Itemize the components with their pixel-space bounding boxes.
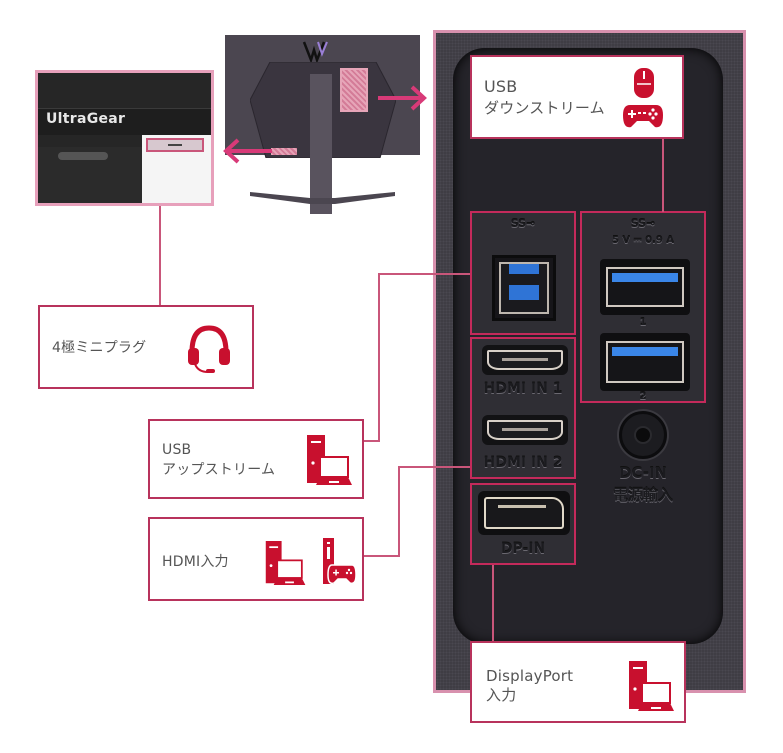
monitor-stand — [310, 74, 332, 214]
connector-line — [398, 466, 470, 468]
hdmi-in-2-label: HDMI IN 2 — [483, 455, 563, 471]
dp-in-label: DP-IN — [500, 541, 546, 557]
callout-title: HDMI入力 — [162, 554, 229, 570]
monitor-base — [250, 192, 395, 204]
brand-logo-text: UltraGear — [46, 111, 126, 127]
usb-downstream-callout: USB ダウンストリーム — [470, 55, 684, 139]
arrow-right-icon — [378, 85, 427, 111]
usb-upstream-callout: USB アップストリーム — [148, 419, 364, 499]
superspeed-label: SS⊸ — [510, 217, 536, 230]
hdmi-input-callout: HDMI入力 — [148, 517, 364, 601]
connector-line — [492, 565, 494, 643]
hdmi-in-1-label: HDMI IN 1 — [483, 381, 563, 397]
dc-in-label: DC-IN — [618, 464, 668, 482]
displayport-in-port — [478, 491, 570, 535]
connector-line — [378, 273, 470, 275]
pc-laptop-icon — [265, 541, 306, 585]
usb-a-port-2 — [600, 333, 690, 391]
mouse-icon — [634, 68, 654, 98]
dc-in-label-jp: 電源輸入 — [612, 486, 673, 504]
connector-line — [364, 555, 400, 557]
connector-line — [364, 440, 380, 442]
usb-b-port — [492, 255, 556, 321]
arrow-left-icon — [223, 138, 272, 164]
connector-line — [378, 273, 380, 441]
pc-laptop-icon — [307, 435, 352, 485]
callout-subtitle: ダウンストリーム — [484, 99, 605, 117]
callout-subtitle: 入力 — [486, 686, 517, 704]
dc-in-jack — [619, 411, 667, 459]
callout-title: 4極ミニプラグ — [52, 340, 147, 356]
callout-title: USB — [162, 442, 192, 458]
headset-icon — [188, 325, 230, 373]
usb-upstream-port-group: SS⊸ — [470, 211, 576, 335]
ultragear-logo-icon — [302, 41, 328, 62]
connector-line — [662, 138, 664, 212]
connector-line — [398, 466, 400, 556]
callout-title: USB — [484, 77, 518, 96]
usb-downstream-port-group: SS⊸ 5 V ⎓ 0.9 A 1 2 — [580, 211, 706, 403]
callout-title: DisplayPort — [486, 667, 574, 685]
connector-line — [159, 206, 161, 306]
pc-laptop-icon — [629, 661, 674, 711]
superspeed-label: SS⊸ — [630, 217, 656, 230]
callout-subtitle: アップストリーム — [162, 462, 276, 478]
monitor-closeup: UltraGear — [35, 70, 214, 206]
hdmi-in-1-port — [482, 345, 568, 375]
joystick-button — [58, 152, 108, 160]
usb-a-port-1 — [600, 259, 690, 315]
displayport-input-callout: DisplayPort 入力 — [470, 641, 686, 723]
side-port-highlight — [271, 148, 297, 155]
hdmi-in-2-port — [482, 415, 568, 445]
game-console-icon — [323, 538, 356, 585]
rear-port-highlight — [340, 68, 368, 112]
usb-power-rating: 5 V ⎓ 0.9 A — [611, 235, 675, 246]
gamepad-icon — [623, 105, 663, 128]
hdmi-port-group: HDMI IN 1 HDMI IN 2 — [470, 337, 576, 479]
mini-plug-callout: 4極ミニプラグ — [38, 305, 254, 389]
usb-port-number-2: 2 — [639, 391, 647, 402]
displayport-port-group: DP-IN — [470, 483, 576, 565]
usb-port-number-1: 1 — [639, 317, 647, 328]
